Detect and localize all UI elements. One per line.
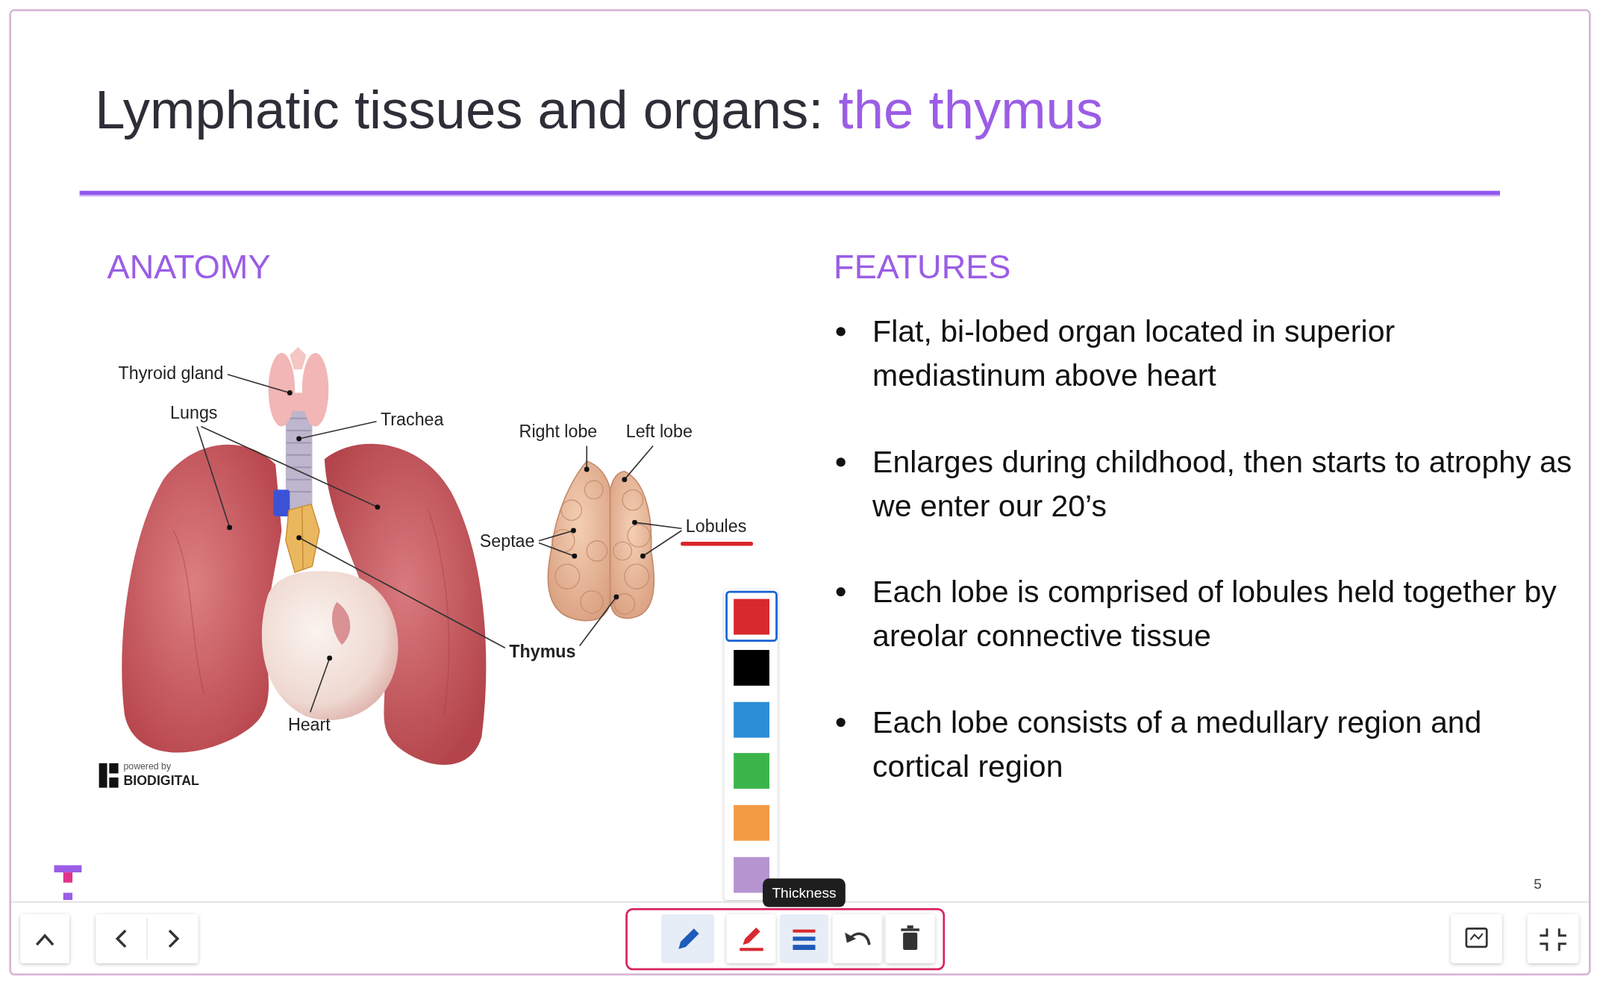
section-heading: FEATURES <box>833 247 1011 287</box>
slide-frame <box>10 10 1591 975</box>
bullet-dots <box>836 326 846 727</box>
color-palette <box>724 589 778 900</box>
biodigital-logo <box>99 763 119 789</box>
tooltip-text: Thickness <box>771 883 836 903</box>
part-label: Left lobe <box>626 421 693 442</box>
section-heading: ANATOMY <box>107 247 271 287</box>
title-rule <box>79 191 1500 195</box>
slide-title-highlight: the thymus <box>838 79 1103 142</box>
part-label: Trachea <box>380 410 444 431</box>
part-label: Heart <box>288 715 331 736</box>
part-label: Thymus <box>508 641 576 662</box>
leader-dots <box>226 390 646 661</box>
pen-annotation <box>682 541 752 546</box>
chest-illustration <box>121 347 486 765</box>
thymus-detail <box>547 461 654 621</box>
tooltip-box: Thickness <box>762 878 846 907</box>
page-number: 5 <box>1533 875 1542 892</box>
part-label: Septae <box>479 532 536 553</box>
bullet-text: Each lobe consists of a medullary region… <box>872 700 1577 789</box>
part-label: Right lobe <box>519 421 598 442</box>
credit-text: powered by <box>123 761 171 772</box>
app-logo <box>53 865 82 900</box>
bullet-text: Enlarges during childhood, then starts t… <box>872 439 1577 528</box>
leader-lines <box>197 374 682 713</box>
slide-title: Lymphatic tissues and organs: <box>94 79 824 142</box>
title-rule-shade <box>79 194 1500 197</box>
bullet-text: Flat, bi-lobed organ located in superior… <box>872 308 1577 398</box>
part-label: Thyroid gland <box>118 363 224 384</box>
bullet-text: Each lobe is comprised of lobules held t… <box>872 569 1577 658</box>
part-label: Lungs <box>170 402 218 424</box>
part-label: Lobules <box>685 516 747 537</box>
toolbar <box>20 908 1579 970</box>
credit-brand: BIODIGITAL <box>123 773 199 789</box>
title-row: Lymphatic tissues and organs:the thymus <box>94 79 1103 142</box>
